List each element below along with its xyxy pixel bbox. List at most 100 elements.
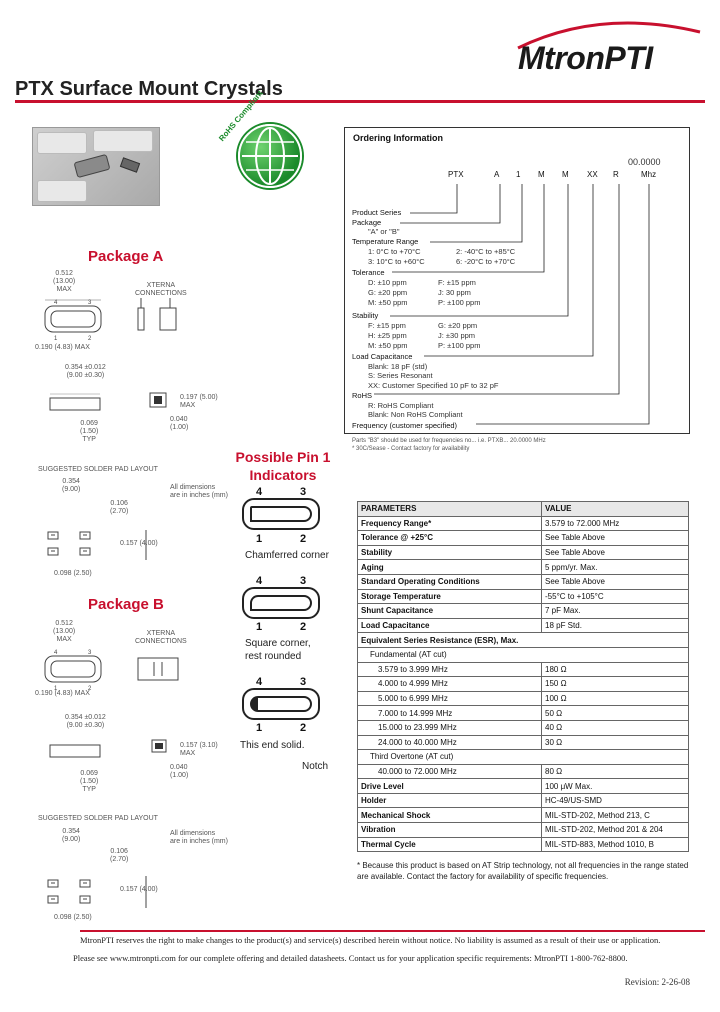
param-value-cell: See Table Above <box>541 544 689 561</box>
package-b-title: Package B <box>88 596 164 613</box>
ord-stab-g: G: ±20 ppm <box>438 321 478 330</box>
code-xx: XX <box>587 170 598 179</box>
param-name-cell: Storage Temperature <box>357 588 542 605</box>
ord-tol-d: D: ±10 ppm <box>368 278 407 287</box>
pkg-b-solder-h: 0.106 (2.70) <box>110 848 129 863</box>
param-name-cell: 7.000 to 14.999 MHz <box>357 705 542 721</box>
ordering-title: Ordering Information <box>353 133 443 143</box>
ord-product-series: Product Series <box>352 208 402 217</box>
param-name-cell: PARAMETERS <box>357 501 542 517</box>
param-value-cell: 150 Ω <box>541 676 689 692</box>
svg-text:1: 1 <box>54 686 58 692</box>
param-value-cell: 3.579 to 72.000 MHz <box>541 515 689 532</box>
header-divider <box>15 100 705 103</box>
code-1: 1 <box>516 170 521 179</box>
svg-text:2: 2 <box>88 686 92 692</box>
pin-package-solid <box>242 688 320 720</box>
svg-text:2: 2 <box>88 336 92 342</box>
esr-ot-row: Third Overtone (AT cut) <box>357 749 689 765</box>
esr-fund-row: Fundamental (AT cut) <box>357 646 689 663</box>
param-name-cell: Shunt Capacitance <box>357 603 542 619</box>
code-ptx: PTX <box>448 170 464 179</box>
ord-stab-f: F: ±15 ppm <box>368 321 406 330</box>
param-name-cell: 40.000 to 72.000 MHz <box>357 763 542 780</box>
ord-tol-p: P: ±100 ppm <box>438 298 481 307</box>
ord-package-opts: "A" or "B" <box>368 227 400 236</box>
pkg-a-solder-g: 0.157 (4.00) <box>120 540 158 547</box>
param-value-cell: HC-49/US-SMD <box>541 792 689 809</box>
param-name-cell: 24.000 to 40.000 MHz <box>357 734 542 751</box>
ord-package: Package <box>352 218 382 227</box>
ord-stab-m: M: ±50 ppm <box>368 341 408 350</box>
pkg-b-solder-g: 0.157 (4.00) <box>120 886 158 893</box>
code-r: R <box>613 170 619 179</box>
param-value-cell: See Table Above <box>541 573 689 590</box>
pkg-a-solder-pads <box>47 530 147 560</box>
param-name-cell: 15.000 to 23.999 MHz <box>357 719 542 736</box>
ord-tol-f: F: ±15 ppm <box>438 278 476 287</box>
svg-text:3: 3 <box>88 650 92 656</box>
pkg-a-solder-title: SUGGESTED SOLDER PAD LAYOUT <box>38 466 158 473</box>
param-name-cell: Mechanical Shock <box>357 807 542 824</box>
ord-load-xx: XX: Customer Specified 10 pF to 32 pF <box>368 381 499 390</box>
footer-divider <box>80 930 705 932</box>
esr-title-row: Equivalent Series Resistance (ESR), Max. <box>357 632 689 648</box>
param-name-cell: 3.579 to 3.999 MHz <box>357 661 542 678</box>
ord-rohs: RoHS <box>352 391 373 400</box>
revision: Revision: 2-26-08 <box>624 977 690 987</box>
ord-rohs-blank: Blank: Non RoHS Compliant <box>368 410 463 419</box>
pkg-b-dim-typ: 0.069 (1.50) TYP <box>80 770 99 793</box>
ord-load-cap: Load Capacitance <box>352 352 413 361</box>
pkg-b-solder-pads <box>47 876 147 908</box>
pin1-1: 1 <box>256 533 263 545</box>
pin-package-chamfered <box>242 498 320 530</box>
pin3-4: 4 <box>256 676 263 688</box>
ordering-info-box <box>344 127 690 434</box>
param-name-cell: Thermal Cycle <box>357 836 542 853</box>
pin1-3: 3 <box>300 486 307 498</box>
pin-caption-solid: This end solid. <box>240 740 305 751</box>
svg-text:4: 4 <box>54 650 58 656</box>
ord-stab-h: H: ±25 ppm <box>368 331 407 340</box>
ord-stab-p: P: ±100 ppm <box>438 341 481 350</box>
logo-text-b: PTI <box>604 40 653 76</box>
pkg-a-dim-typ: 0.069 (1.50) TYP <box>80 420 99 443</box>
ord-note1: Parts "B3" should be used for frequencie… <box>352 438 546 444</box>
pkg-a-solder-b: 0.098 (2.50) <box>54 570 92 577</box>
pkg-b-dim-width: 0.512 (13.00) MAX <box>53 620 76 643</box>
ord-temp-2: 2: -40°C to +85°C <box>456 247 516 256</box>
pkg-a-dim-thk: 0.197 (5.00) MAX <box>180 394 218 409</box>
pin-caption-notch: Notch <box>302 761 329 772</box>
ordering-leader-lines <box>374 184 650 425</box>
param-name-cell: Third Overtone (AT cut) <box>357 749 689 765</box>
ord-temp-range: Temperature Range <box>352 237 419 246</box>
table-row: Frequency Range*3.579 to 72.000 MHz <box>357 515 689 532</box>
ord-load-s: S: Series Resonant <box>368 371 433 380</box>
pkg-a-all-dims: All dimensions are in inches (mm) <box>170 484 228 499</box>
pin2-3: 3 <box>300 575 307 587</box>
param-name-cell: Vibration <box>357 822 542 838</box>
pin3-2: 2 <box>300 722 307 734</box>
pkg-b-dim-top: 0.354 ±0.012 (9.00 ±0.30) <box>65 714 106 729</box>
param-value-cell: MIL-STD-202, Method 213, C <box>541 807 689 824</box>
param-name-cell: Fundamental (AT cut) <box>357 646 689 663</box>
ord-note2: * 30C/Sease - Contact factory for availa… <box>352 446 470 452</box>
param-value-cell: MIL-STD-202, Method 201 & 204 <box>541 822 689 838</box>
param-value-cell: 100 μW Max. <box>541 778 689 794</box>
ord-frequency: Frequency (customer specified) <box>352 421 458 430</box>
ord-stability: Stability <box>352 311 379 320</box>
code-mhz: Mhz <box>641 170 657 179</box>
param-name-cell: Tolerance @ +25°C <box>357 530 542 546</box>
svg-text:3: 3 <box>88 300 92 306</box>
pin-caption-chamfered: Chamferred corner <box>245 550 329 561</box>
pin1-4: 4 <box>256 486 263 498</box>
